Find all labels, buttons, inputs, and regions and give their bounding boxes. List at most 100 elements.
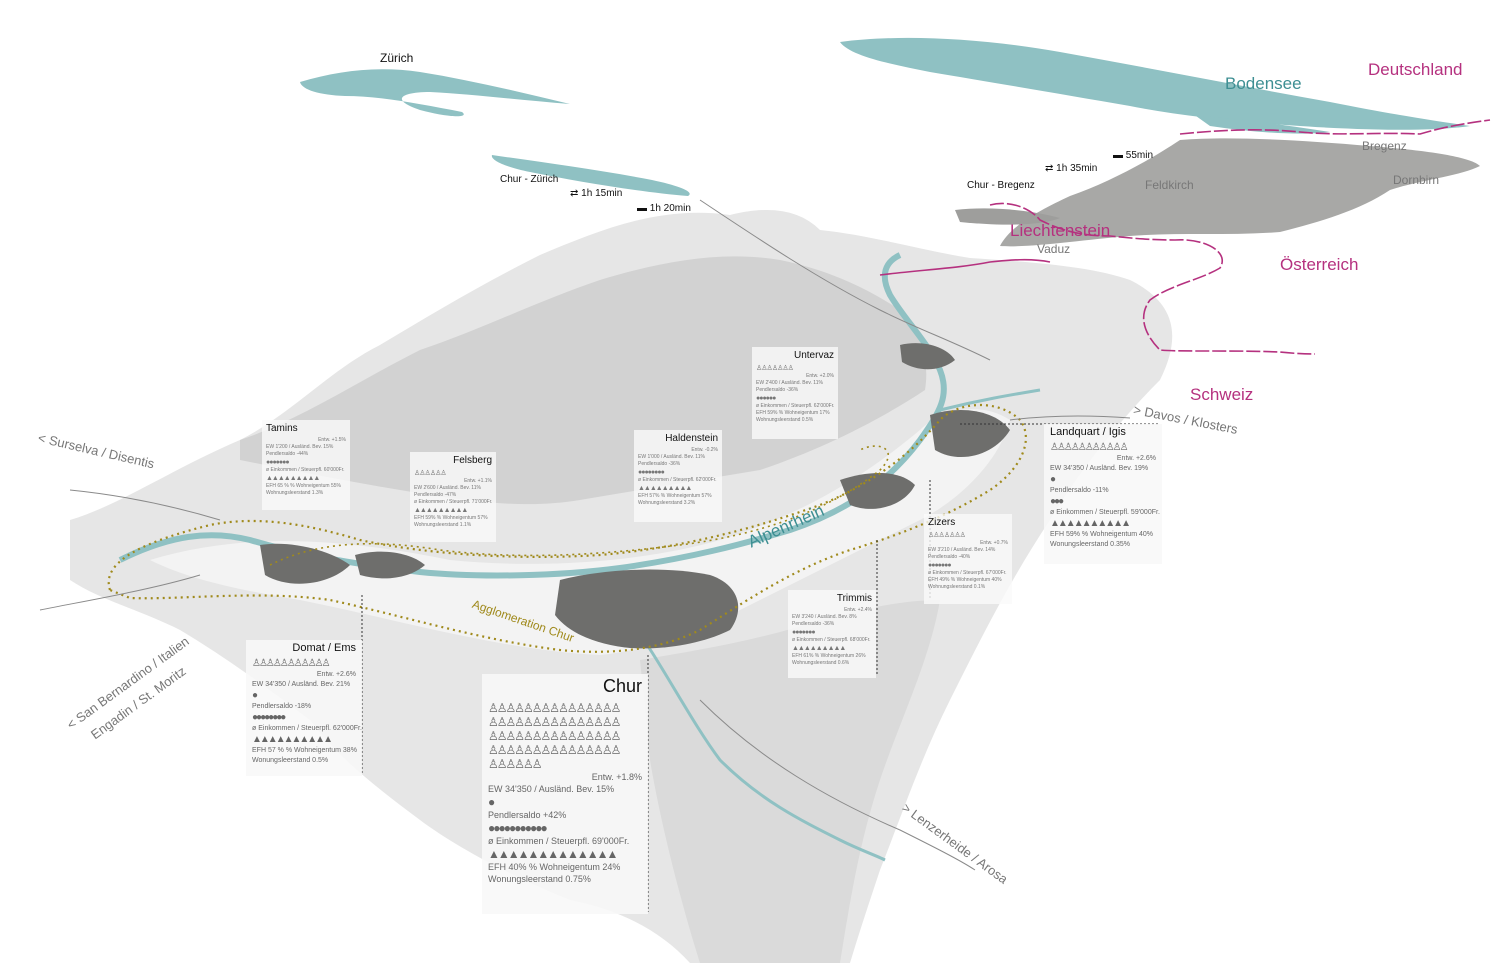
card-commuter: Pendlersaldo +42%: [488, 810, 567, 820]
travel-bregenz-train: ⇄ 1h 35min: [1045, 163, 1097, 174]
card-vacancy: Wohnungsleerstand 3.2%: [638, 500, 696, 506]
card-commuter: Pendlersaldo -36%: [756, 387, 799, 393]
card-ownership: EFH 59% % Wohneigentum 40%: [1050, 531, 1153, 538]
lake-bodensee: [840, 37, 1470, 130]
card-vacancy: Wohnungsleerstand 0.6%: [792, 660, 850, 666]
lake-bodensee-west: [1196, 116, 1330, 134]
card-commuter: Pendlersaldo -36%: [638, 461, 681, 467]
card-title: Chur: [602, 676, 642, 696]
label-schweiz: Schweiz: [1190, 385, 1254, 404]
card-growth: Entw. -0.2%: [691, 447, 718, 453]
card-commuter: Pendlersaldo -11%: [1050, 487, 1109, 494]
card-growth: Entw. +1.8%: [591, 772, 642, 782]
card-title: Felsberg: [453, 455, 492, 466]
road-davos: [1009, 415, 1131, 421]
train-icon: ⇄: [570, 188, 579, 199]
card-growth: Entw. +2.6%: [316, 671, 356, 678]
travel-bregenz-car-time: 55min: [1125, 150, 1154, 161]
card-title: Tamins: [266, 423, 298, 434]
card-tamins: Tamins Entw. +1.5% EW 1'200 / Ausländ. B…: [262, 420, 350, 510]
travel-zurich-train: ⇄ 1h 15min: [570, 188, 622, 199]
card-growth: Entw. +2.6%: [1116, 455, 1156, 462]
coin-icon: ●: [252, 690, 258, 701]
card-growth: Entw. +0.7%: [980, 540, 1008, 546]
settlement-landquart: [930, 410, 1010, 458]
person-icon: ♙♙♙♙♙♙: [414, 470, 447, 477]
card-population: EW 3'210 / Ausländ. Bev. 14%: [928, 547, 996, 553]
label-bodensee: Bodensee: [1225, 74, 1302, 93]
house-icon: ▲▲▲▲▲▲▲▲▲: [638, 485, 692, 492]
agglomeration-inner: [269, 445, 889, 566]
coin-icon: ●●●: [1050, 496, 1064, 507]
travel-zurich-label: Chur - Zürich: [500, 174, 559, 185]
card-title: Landquart / Igis: [1050, 426, 1126, 438]
card-population: EW 2'400 / Ausländ. Bev. 11%: [756, 380, 823, 386]
card-population: EW 3'240 / Ausländ. Bev. 8%: [792, 614, 857, 620]
card-commuter: Pendlersaldo -18%: [252, 703, 312, 710]
card-title: Zizers: [928, 517, 956, 528]
card-growth: Entw. +1.5%: [318, 437, 346, 443]
agglomeration-outline: [107, 403, 1027, 653]
card-commuter: Pendlersaldo -44%: [266, 451, 309, 457]
settlement-felsberg: [355, 551, 425, 579]
card-ownership: EFH 40% % Wohneigentum 24%: [488, 862, 621, 872]
coin-icon: ●●●●●●●: [792, 629, 816, 636]
valley-floor: [150, 409, 1010, 655]
travel-zurich-car-time: 1h 20min: [649, 203, 691, 214]
house-icon: ▲▲▲▲▲▲▲▲▲: [414, 507, 468, 514]
road-sanbernardino: [39, 574, 201, 611]
card-ownership: EFH 57 % % Wohneigentum 38%: [252, 747, 357, 754]
card-ownership: EFH 61% % Wohneigentum 26%: [792, 653, 866, 659]
car-icon: ▬: [1113, 150, 1123, 161]
card-zizers: Zizers ♙♙♙♙♙♙♙ Entw. +0.7% EW 3'210 / Au…: [924, 514, 1012, 604]
road-north: [699, 199, 991, 361]
card-felsberg: Felsberg ♙♙♙♙♙♙ Entw. +1.1% EW 2'600 / A…: [410, 452, 496, 542]
card-vacancy: Wohnungsleerstand 0.5%: [756, 417, 814, 423]
card-income: ø Einkommen / Steuerpfl. 62'000Fr.: [756, 403, 834, 409]
card-haldenstein: Haldenstein Entw. -0.2% EW 1'000 / Auslä…: [634, 430, 722, 522]
card-vacancy: Wonungsleerstand 0.35%: [1050, 541, 1131, 548]
card-vacancy: Wonungsleerstand 0.5%: [252, 757, 329, 764]
person-icon: ♙♙♙♙♙♙♙♙♙♙♙♙♙♙♙: [488, 715, 621, 729]
road-lenzerheide: [699, 699, 976, 871]
card-untervaz: Untervaz ♙♙♙♙♙♙♙ Entw. +2.0% EW 2'400 / …: [752, 347, 838, 439]
card-ownership: EFH 59% % Wohneigentum 57%: [414, 515, 488, 521]
person-icon: ♙♙♙♙♙♙♙♙♙♙♙: [252, 658, 331, 669]
person-icon: ♙♙♙♙♙♙♙♙♙♙♙: [1050, 442, 1129, 453]
card-commuter: Pendlersaldo -36%: [792, 621, 835, 627]
label-deutschland: Deutschland: [1368, 60, 1463, 79]
border-liechtenstein: [989, 202, 1316, 355]
card-vacancy: Wonungsleerstand 0.75%: [488, 874, 591, 884]
card-title: Untervaz: [793, 350, 834, 361]
card-income: ø Einkommen / Steuerpfl. 71'000Fr.: [414, 499, 492, 505]
label-bregenz: Bregenz: [1362, 139, 1407, 153]
house-icon: ▲▲▲▲▲▲▲▲▲: [266, 475, 320, 482]
card-income: ø Einkommen / Steuerpfl. 69'000Fr.: [488, 836, 630, 846]
card-income: ø Einkommen / Steuerpfl. 60'000Fr.: [266, 467, 345, 473]
card-commuter: Pendlersaldo -47%: [414, 492, 457, 498]
coin-icon: ●: [488, 795, 495, 809]
card-income: ø Einkommen / Steuerpfl. 62'000Fr.: [638, 477, 717, 483]
card-landquart-igis: Landquart / Igis ♙♙♙♙♙♙♙♙♙♙♙ Entw. +2.6%…: [1044, 424, 1162, 564]
card-title: Domat / Ems: [292, 642, 356, 654]
card-title: Haldenstein: [665, 433, 718, 444]
label-zurich: Zürich: [380, 51, 414, 65]
coin-icon: ●●●●●●●: [928, 562, 952, 569]
label-liechtenstein: Liechtenstein: [1010, 221, 1111, 240]
label-vaduz: Vaduz: [1037, 242, 1071, 256]
label-oesterreich: Österreich: [1280, 255, 1359, 274]
card-population: EW 34'350 / Ausländ. Bev. 21%: [252, 681, 351, 688]
house-icon: ▲▲▲▲▲▲▲▲▲▲▲▲▲: [488, 847, 618, 861]
settlement-untervaz: [900, 343, 955, 370]
house-icon: ▲▲▲▲▲▲▲▲▲▲: [252, 734, 333, 745]
coin-icon: ●●●●●●●●: [638, 469, 665, 476]
card-income: ø Einkommen / Steuerpfl. 62'000Fr.: [252, 725, 362, 732]
coin-icon: ●●●●●●●●●●●: [488, 821, 548, 835]
person-icon: ♙♙♙♙♙♙♙♙♙♙♙♙♙♙♙: [488, 729, 621, 743]
card-chur: Chur ♙♙♙♙♙♙♙♙♙♙♙♙♙♙♙ ♙♙♙♙♙♙♙♙♙♙♙♙♙♙♙ ♙♙♙…: [482, 674, 648, 914]
lake-walensee: [491, 155, 690, 196]
card-vacancy: Wohnungsleerstand 1.1%: [414, 522, 472, 528]
coin-icon: ●●●●●●: [756, 395, 776, 402]
border-de-at: [1179, 119, 1491, 135]
